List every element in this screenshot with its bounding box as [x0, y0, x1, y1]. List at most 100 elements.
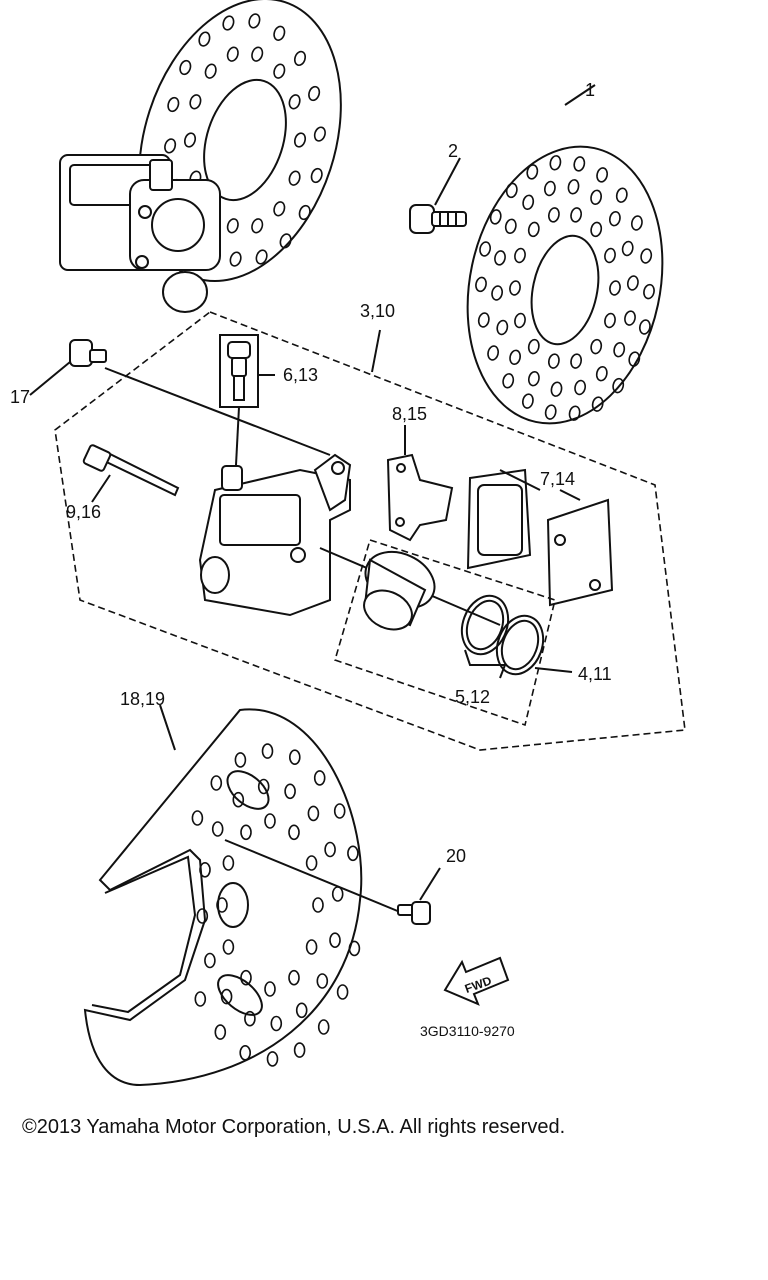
vent-hole: [527, 338, 540, 355]
vent-hole: [211, 821, 224, 837]
vent-hole: [348, 940, 361, 957]
vent-hole: [226, 218, 239, 234]
brake-exploded-diagram: FWD 1 2 3,10 6,13 17 8,15 7,14 9,16 4,11…: [10, 0, 686, 1087]
forward-arrow-icon: FWD: [443, 956, 510, 1006]
vent-hole: [194, 991, 207, 1007]
vent-hole: [222, 15, 235, 31]
vent-hole: [210, 775, 223, 791]
vent-hole: [312, 897, 324, 913]
vent-hole: [567, 179, 580, 195]
vent-hole: [487, 345, 500, 361]
vent-hole: [273, 25, 286, 41]
callout-17: 17: [10, 387, 30, 407]
vent-hole: [496, 319, 509, 336]
vent-hole: [179, 59, 192, 76]
vent-hole: [570, 207, 583, 223]
vent-hole: [305, 939, 318, 955]
caliper-body: [198, 453, 501, 626]
disc-cover: [83, 704, 401, 1087]
vent-hole: [288, 170, 301, 186]
vent-hole: [251, 46, 264, 62]
vent-hole: [199, 861, 211, 878]
vent-hole: [273, 201, 286, 217]
vent-hole: [505, 182, 518, 199]
callout-1: 1: [585, 80, 595, 100]
vent-hole: [544, 404, 557, 420]
vent-hole: [549, 155, 562, 171]
vent-hole: [590, 221, 603, 238]
vent-hole: [310, 167, 323, 184]
vent-hole: [643, 283, 655, 300]
diagram-code: 3GD3110-9270: [420, 1023, 515, 1039]
vent-hole: [167, 96, 180, 113]
caliper-pin: [82, 444, 180, 503]
vent-hole: [509, 349, 522, 366]
mounting-bolt: [29, 339, 331, 456]
vent-hole: [226, 46, 239, 62]
vent-hole: [295, 1002, 308, 1019]
vent-hole: [612, 377, 625, 394]
vent-hole: [298, 204, 311, 221]
vent-hole: [239, 1045, 251, 1061]
copyright-notice: ©2013 Yamaha Motor Corporation, U.S.A. A…: [22, 1116, 566, 1138]
vent-hole: [293, 1042, 306, 1058]
vent-hole: [628, 351, 641, 367]
vent-hole: [317, 1019, 330, 1035]
vent-hole: [305, 855, 318, 871]
vent-hole: [613, 341, 626, 358]
vent-hole: [229, 251, 242, 267]
vent-hole: [609, 280, 621, 296]
vent-hole: [479, 241, 492, 257]
vent-hole: [604, 247, 616, 264]
vent-hole: [615, 187, 628, 203]
vent-hole: [333, 803, 346, 819]
vent-hole: [264, 981, 276, 997]
vent-hole: [573, 156, 586, 172]
vent-hole: [347, 845, 359, 862]
vent-hole: [313, 126, 326, 142]
callout-4-11: 4,11: [578, 664, 612, 684]
vent-hole: [621, 240, 634, 257]
vent-hole: [475, 276, 487, 293]
vent-hole: [509, 280, 521, 296]
vent-hole: [526, 164, 539, 180]
vent-hole: [316, 973, 329, 989]
vent-hole: [504, 218, 517, 235]
vent-hole: [234, 752, 247, 768]
brake-disc: [466, 84, 664, 425]
pad-spring: [386, 425, 454, 542]
vent-hole: [596, 167, 609, 183]
vent-hole: [308, 85, 321, 102]
vent-hole: [214, 1024, 227, 1040]
piston-seal-group: [334, 538, 573, 727]
vent-hole: [522, 194, 535, 211]
vent-hole: [514, 247, 526, 264]
vent-hole: [570, 353, 583, 369]
vent-hole: [324, 841, 336, 858]
vent-hole: [232, 791, 245, 808]
vent-hole: [568, 405, 581, 421]
vent-hole: [521, 393, 534, 409]
vent-hole: [204, 952, 216, 969]
callout-3-10: 3,10: [360, 301, 395, 321]
vent-hole: [630, 215, 643, 231]
vent-hole: [489, 209, 502, 225]
vent-hole: [196, 908, 209, 924]
vent-hole: [183, 132, 197, 148]
vent-hole: [284, 783, 296, 800]
vent-hole: [293, 50, 307, 67]
vent-hole: [329, 932, 341, 949]
vent-hole: [491, 285, 504, 301]
vent-hole: [640, 248, 653, 264]
vent-hole: [189, 94, 202, 110]
bleed-screw: [219, 334, 275, 466]
vent-hole: [191, 810, 204, 826]
vent-hole: [261, 743, 274, 759]
vent-hole: [164, 138, 177, 154]
vent-hole: [502, 373, 515, 389]
callout-5-12: 5,12: [455, 687, 490, 707]
vent-hole: [591, 396, 604, 412]
assembled-caliper-disc: [59, 0, 342, 313]
callout-9-16: 9,16: [66, 502, 101, 522]
vent-hole: [477, 312, 490, 328]
